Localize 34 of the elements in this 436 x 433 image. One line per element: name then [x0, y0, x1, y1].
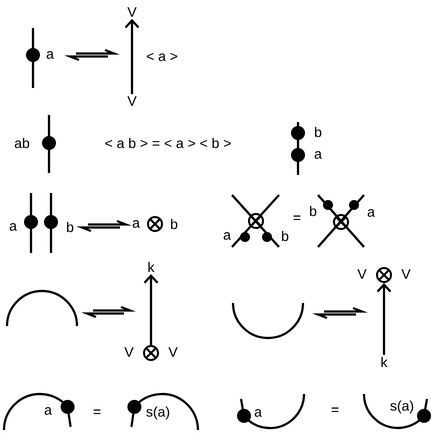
node-label: V: [124, 347, 134, 357]
symbol-label: s(a): [390, 400, 414, 414]
node-label: V: [168, 347, 178, 357]
symbol-label: b: [315, 126, 322, 138]
symbol-label: b: [171, 218, 178, 230]
node-label: k: [148, 262, 155, 272]
symbol-label: < a >: [146, 52, 178, 62]
symbol-label: =: [94, 410, 100, 414]
symbol-label: a: [254, 409, 262, 417]
node-label: V: [401, 269, 411, 279]
symbol-label: a: [368, 209, 375, 217]
symbol-label: s(a): [146, 406, 170, 420]
symbol-label: < a b > = < a > < b >: [105, 138, 231, 148]
symbol-label: ab: [14, 138, 30, 148]
node-label: V: [127, 96, 137, 106]
symbol-label: =: [294, 216, 300, 220]
tensor-symbol: [143, 344, 159, 361]
symbol-label: a: [46, 51, 54, 59]
arrow: [144, 274, 158, 345]
node-label: V: [357, 269, 367, 279]
symbol-label: b: [282, 230, 288, 242]
symbol-label: =: [332, 408, 338, 412]
arrow: [376, 282, 392, 355]
symbol-label: a: [132, 220, 140, 228]
arrow: [124, 18, 140, 94]
symbol-label: a: [44, 407, 52, 415]
symbol-label: a: [224, 232, 231, 240]
node-label: k: [381, 356, 388, 368]
symbol-label: b: [310, 206, 316, 216]
symbol-label: b: [67, 222, 74, 232]
tensor-symbol: [376, 266, 392, 283]
node-label: V: [127, 7, 137, 17]
symbol-label: a: [314, 151, 322, 159]
symbol-label: a: [10, 223, 17, 231]
